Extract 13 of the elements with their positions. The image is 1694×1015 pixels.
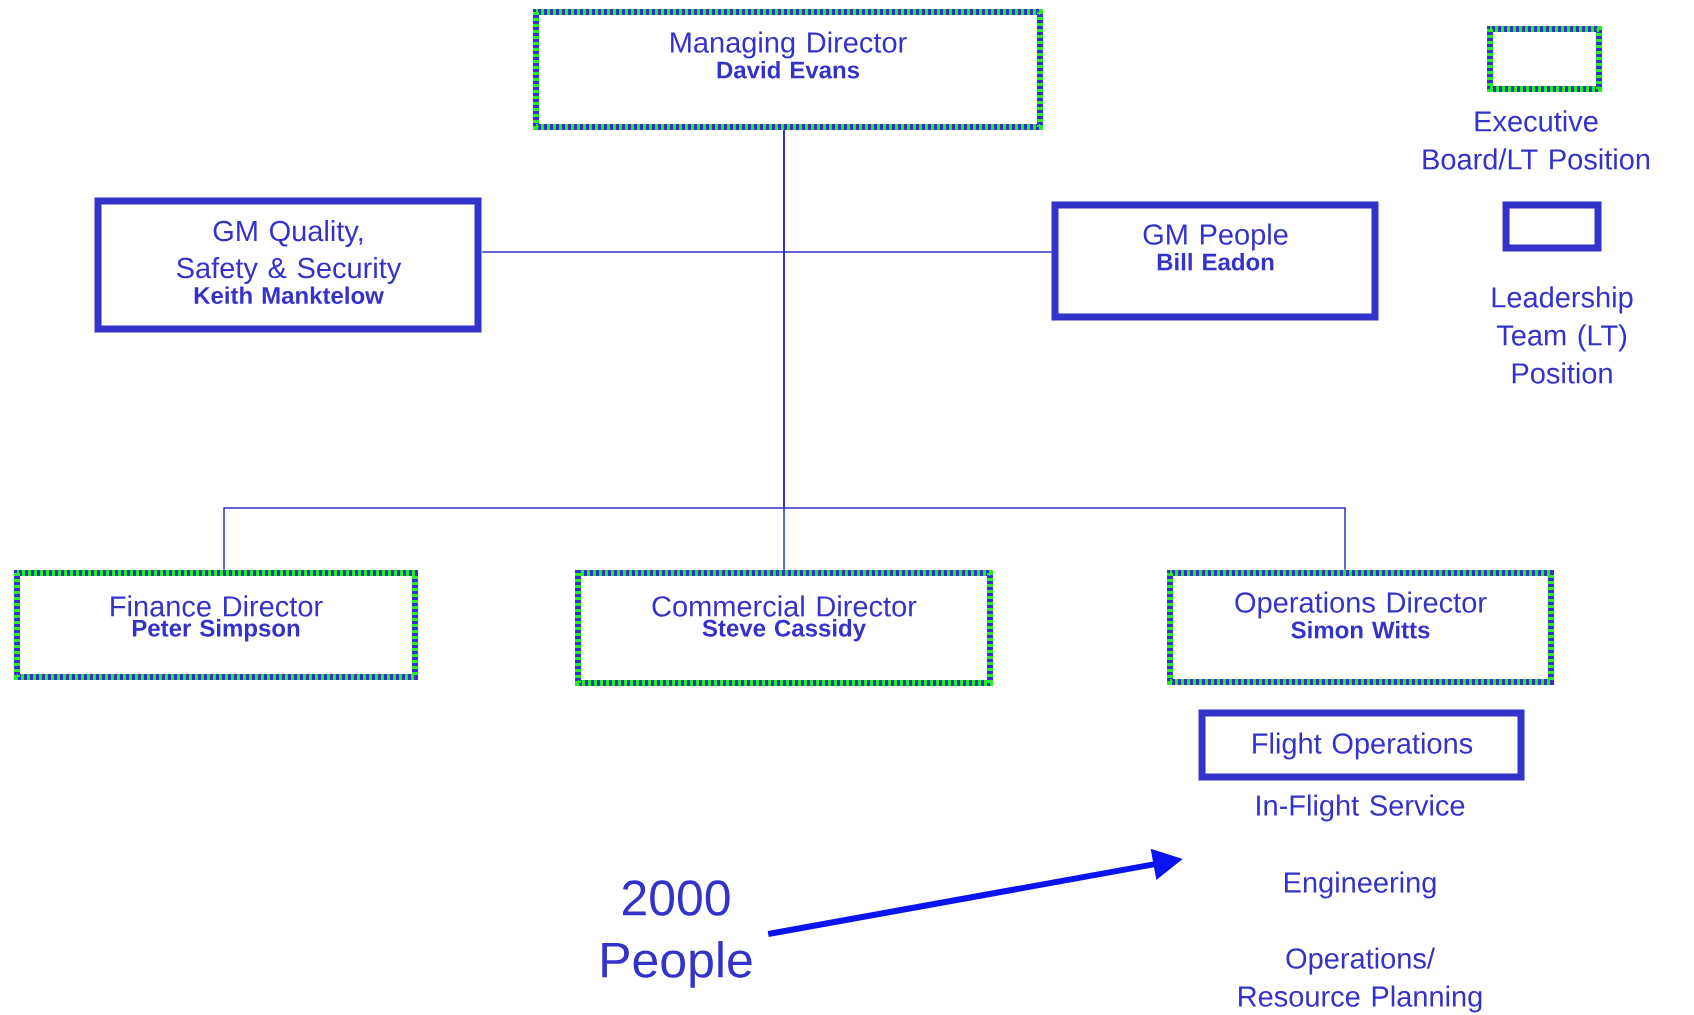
department-label: Engineering (1285, 871, 1436, 899)
position-box: Flight Operations (1198, 709, 1525, 781)
position-box: Finance Director Peter Simpson (14, 570, 418, 680)
position-box: GM Quality, Safety & Security Keith Manktelow (94, 197, 482, 333)
headcount-text: 2000 People (602, 880, 752, 988)
position-box: Commercial Director Steve Cassidy (575, 570, 993, 686)
connector-line (783, 129, 1346, 571)
position-box: Operations Director Simon Witts (1167, 570, 1554, 685)
legend-label: Leadership Team (LT) Position (1492, 286, 1633, 384)
department-label: Operations/ Resource Planning (1239, 947, 1482, 1013)
position-box: GM People Bill Eadon (1051, 201, 1379, 321)
position-box: Managing Director David Evans (533, 9, 1043, 130)
legend-label: Executive Board/LT Position (1423, 110, 1650, 170)
